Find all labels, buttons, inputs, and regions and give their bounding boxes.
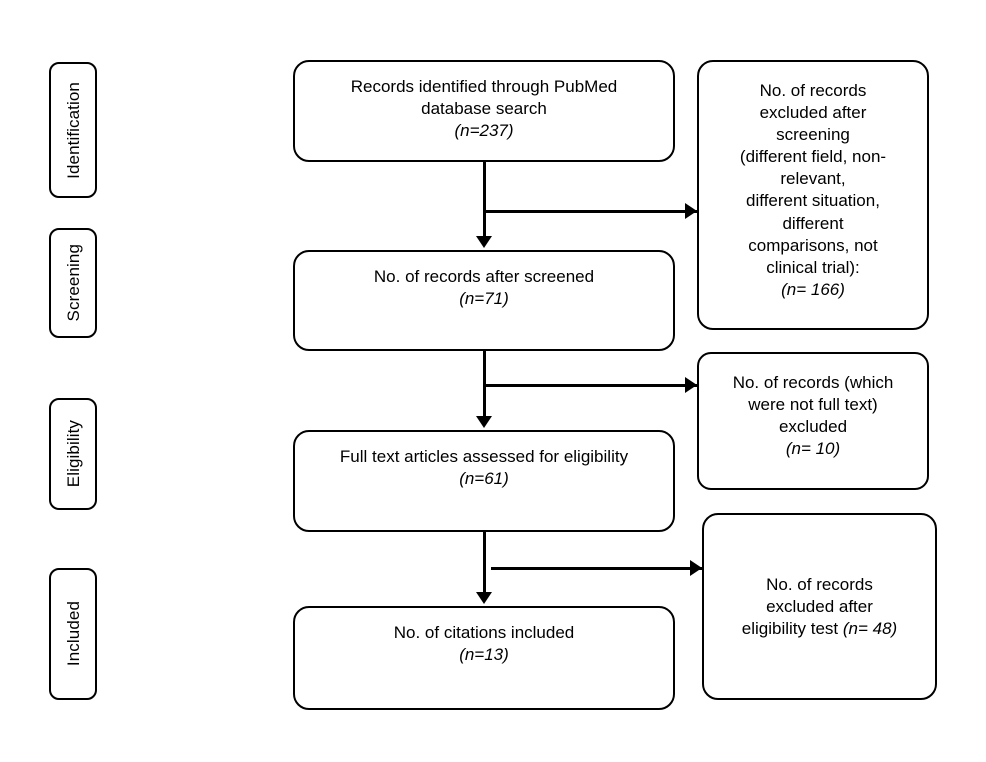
flow-box-records-identified: Records identified through PubMed databa… bbox=[293, 60, 675, 162]
stage-label-screening: Screening bbox=[63, 244, 83, 322]
exclusion-after-eligibility-count: (n= 48) bbox=[842, 618, 898, 638]
fulltext-assessed-count: (n=61) bbox=[459, 469, 509, 489]
connector-fulltext-branch-arrowhead bbox=[685, 377, 697, 393]
exclusion-after-screening-line3: screening bbox=[776, 125, 850, 145]
stage-label-eligibility: Eligibility bbox=[63, 420, 83, 488]
records-identified-count: (n=237) bbox=[454, 121, 514, 141]
exclusion-after-screening-count: (n= 166) bbox=[781, 279, 845, 299]
citations-included-count: (n=13) bbox=[459, 645, 509, 665]
fulltext-assessed-line1: Full text articles assessed for eligibil… bbox=[339, 447, 629, 466]
stage-box-identification: Identification bbox=[49, 62, 97, 198]
connector-included-branch-arrowhead bbox=[690, 560, 702, 576]
exclusion-not-full-text-line2: were not full text) bbox=[748, 395, 878, 415]
exclusion-after-screening-line9: clinical trial): bbox=[766, 257, 860, 277]
exclusion-not-full-text-text: No. of records (which were not full text… bbox=[699, 372, 927, 460]
connector-identified-to-screened-line bbox=[483, 162, 486, 238]
exclusion-after-eligibility-line1: No. of records bbox=[766, 574, 873, 594]
records-after-screened-count: (n=71) bbox=[459, 289, 509, 309]
citations-included-text: No. of citations included (n=13) bbox=[295, 622, 673, 666]
exclusion-after-eligibility-line3-prefix: eligibility test bbox=[741, 618, 843, 638]
stage-box-screening: Screening bbox=[49, 228, 97, 338]
stage-box-included: Included bbox=[49, 568, 97, 700]
flow-box-fulltext-assessed: Full text articles assessed for eligibil… bbox=[293, 430, 675, 532]
exclusion-box-after-eligibility: No. of records excluded after eligibilit… bbox=[702, 513, 937, 700]
connector-fulltext-branch-line bbox=[483, 384, 697, 387]
connector-screened-branch-line bbox=[483, 210, 697, 213]
records-identified-line2: database search bbox=[421, 99, 547, 119]
connector-fulltext-to-included-line bbox=[483, 532, 486, 594]
exclusion-after-screening-line7: different bbox=[782, 213, 844, 233]
records-after-screened-line1: No. of records after screened bbox=[373, 267, 595, 286]
exclusion-after-screening-line6: different situation, bbox=[746, 191, 880, 211]
flow-box-citations-included: No. of citations included (n=13) bbox=[293, 606, 675, 710]
exclusion-after-screening-text: No. of records excluded after screening … bbox=[699, 80, 927, 301]
records-after-screened-text: No. of records after screened (n=71) bbox=[295, 266, 673, 310]
stage-label-included: Included bbox=[63, 601, 83, 667]
fulltext-assessed-text: Full text articles assessed for eligibil… bbox=[295, 446, 673, 490]
exclusion-not-full-text-count: (n= 10) bbox=[785, 439, 841, 459]
exclusion-not-full-text-line1: No. of records (which bbox=[732, 373, 894, 392]
stage-box-eligibility: Eligibility bbox=[49, 398, 97, 510]
exclusion-box-after-screening: No. of records excluded after screening … bbox=[697, 60, 929, 330]
connector-fulltext-to-included-arrowhead bbox=[476, 592, 492, 604]
records-identified-line1: Records identified through PubMed bbox=[350, 77, 618, 96]
exclusion-after-screening-line5: relevant, bbox=[780, 169, 846, 189]
exclusion-after-eligibility-line2: excluded after bbox=[766, 596, 873, 616]
exclusion-after-screening-line8: comparisons, not bbox=[748, 235, 878, 255]
connector-screened-branch-arrowhead bbox=[685, 203, 697, 219]
exclusion-not-full-text-line3: excluded bbox=[778, 417, 848, 437]
exclusion-after-eligibility-line3: eligibility test (n= 48) bbox=[712, 618, 927, 640]
records-identified-text: Records identified through PubMed databa… bbox=[295, 76, 673, 142]
citations-included-line1: No. of citations included bbox=[393, 623, 575, 642]
exclusion-box-not-full-text: No. of records (which were not full text… bbox=[697, 352, 929, 490]
connector-screened-to-fulltext-arrowhead bbox=[476, 416, 492, 428]
exclusion-after-screening-line4: (different field, non- bbox=[739, 147, 887, 167]
exclusion-after-screening-line1: No. of records bbox=[759, 81, 867, 100]
flow-box-records-after-screened: No. of records after screened (n=71) bbox=[293, 250, 675, 351]
connector-identified-to-screened-arrowhead bbox=[476, 236, 492, 248]
connector-included-branch-line bbox=[491, 567, 702, 570]
exclusion-after-screening-line2: excluded after bbox=[759, 103, 867, 123]
stage-label-identification: Identification bbox=[63, 81, 83, 179]
exclusion-after-eligibility-text: No. of records excluded after eligibilit… bbox=[704, 573, 935, 639]
